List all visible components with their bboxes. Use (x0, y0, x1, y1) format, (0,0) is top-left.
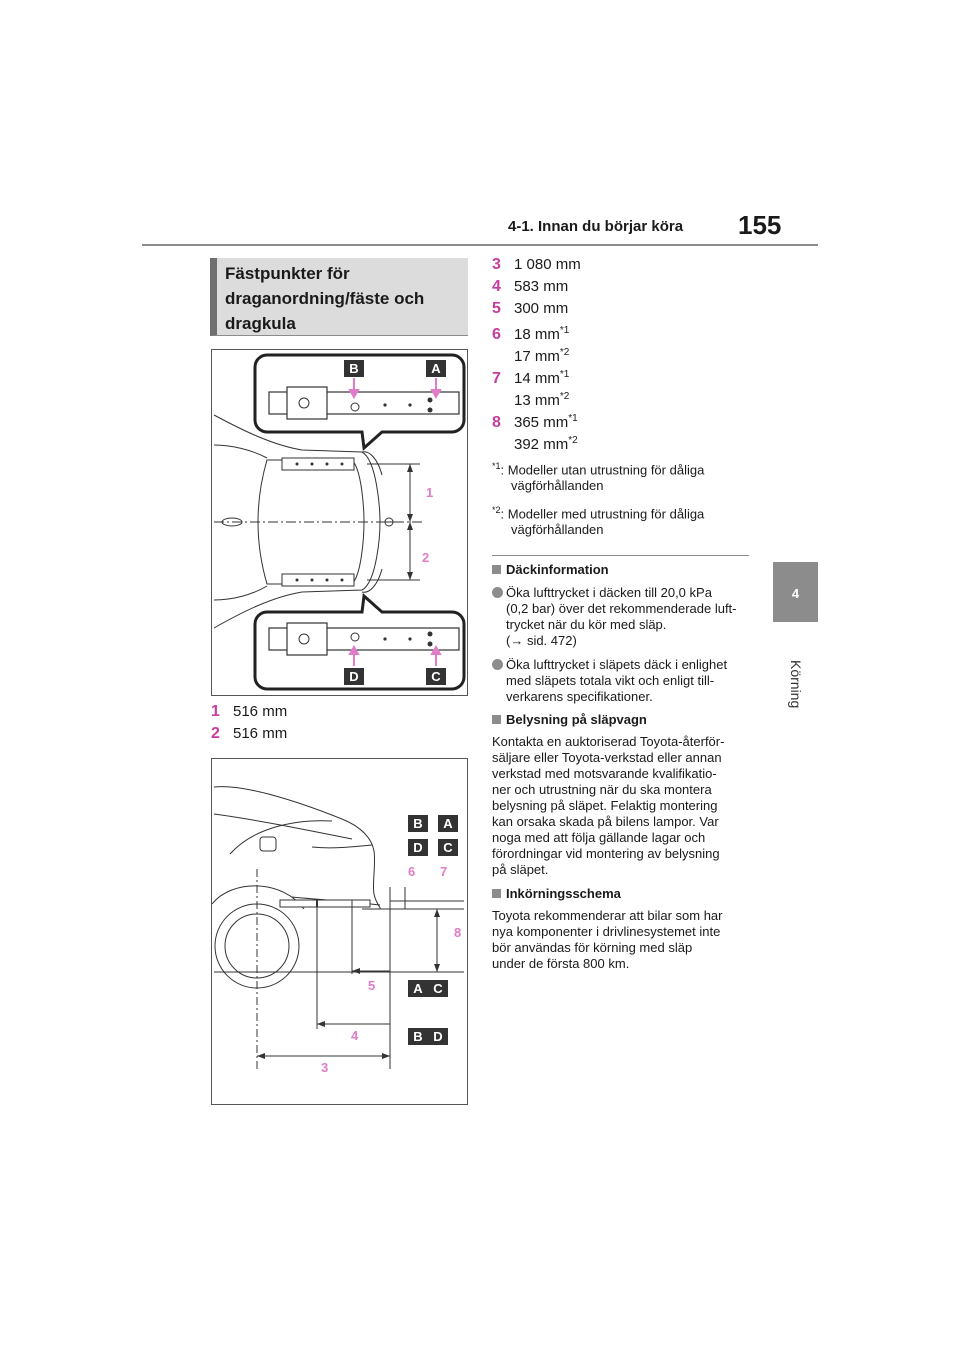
label-c-top: C (431, 669, 441, 684)
dim-item: 5 300 mm (492, 299, 568, 319)
dim-label-8: 8 (454, 925, 461, 940)
dim-item: 7 14 mm*1 (492, 365, 569, 389)
dim-number: 8 (492, 414, 501, 431)
dim-value: 300 mm (514, 300, 569, 317)
label-d-side: D (413, 840, 422, 855)
dim-value: 1 080 mm (514, 256, 581, 273)
dim-label-6: 6 (408, 864, 415, 879)
dim-label-2: 2 (422, 550, 429, 565)
dim-label-7: 7 (440, 864, 447, 879)
chapter-tab[interactable]: 4 (773, 562, 818, 622)
dim-value: 392 mm*2 (514, 435, 578, 453)
trailer-lights-heading: Belysning på släpvagn (492, 712, 647, 727)
chapter-name-text: Körning (788, 660, 804, 709)
dim-label-4: 4 (351, 1028, 359, 1043)
square-bullet-icon (492, 715, 501, 724)
underside-diagram: B A D C 1 2 (211, 349, 468, 696)
heading-line: draganordning/fäste och (225, 289, 425, 308)
footnote-cont: vägförhållanden (511, 478, 604, 493)
label-b-ground: B (413, 1029, 422, 1044)
dim-number: 7 (492, 370, 501, 387)
section-heading: Fästpunkter för draganordning/fäste och … (210, 258, 468, 336)
dim-item: 3 1 080 mm (492, 255, 581, 275)
label-a-top: A (431, 361, 441, 376)
footnote: *2: Modeller med utrustning för dåliga (492, 505, 705, 522)
dim-value: 583 mm (514, 278, 569, 295)
dim-value: 18 mm*1 (514, 325, 570, 343)
label-d-top: D (349, 669, 358, 684)
label-c-ground: C (433, 981, 443, 996)
chapter-name: Körning (766, 660, 826, 720)
label-a-side: A (443, 816, 453, 831)
section-header: 4-1. Innan du börjar köra (508, 218, 684, 235)
dim-number: 5 (492, 300, 501, 317)
dim-value: 13 mm*2 (514, 391, 570, 409)
dim-value: 365 mm*1 (514, 413, 578, 431)
chapter-number: 4 (791, 586, 800, 601)
tire-bullet: Öka lufttrycket i släpets däck i enlighe… (492, 657, 752, 705)
heading-line: dragkula (225, 314, 296, 333)
section-heading-text: Fästpunkter för draganordning/fäste och … (217, 258, 468, 336)
dim-number: 2 (211, 725, 220, 742)
dim-value: 516 mm (233, 703, 288, 720)
label-d-ground: D (433, 1029, 442, 1044)
dim-label-1: 1 (426, 485, 433, 500)
break-in-heading: Inkörningsschema (492, 886, 621, 901)
dim-number: 6 (492, 326, 501, 343)
heading-line: Fästpunkter för (225, 264, 350, 283)
divider (492, 555, 749, 556)
label-b-top: B (349, 361, 358, 376)
dim-number: 4 (492, 278, 501, 295)
tire-info-heading: Däckinformation (492, 562, 609, 577)
dim-item: 6 18 mm*1 (492, 321, 569, 345)
side-view-diagram: B A D C A C B D 6 7 8 5 4 3 (211, 758, 468, 1105)
dim-item: 1 516 mm (211, 702, 287, 722)
bullet-dot-icon (492, 587, 503, 598)
label-b-side: B (413, 816, 422, 831)
tire-bullet: Öka lufttrycket i däcken till 20,0 kPa (… (492, 585, 752, 649)
underside-diagram-svg: B A D C 1 2 (213, 353, 466, 691)
trailer-lights-text: Kontakta en auktoriserad Toyota-återför-… (492, 734, 725, 877)
dim-item: 4 583 mm (492, 277, 568, 297)
dim-item-sub: 392 mm*2 (514, 431, 578, 455)
dim-number: 1 (211, 703, 220, 720)
footnote: *1: Modeller utan utrustning för dåliga (492, 461, 705, 478)
dim-value: 17 mm*2 (514, 347, 570, 365)
header-rule (142, 244, 818, 246)
square-bullet-icon (492, 565, 501, 574)
page-number: 155 (738, 210, 782, 240)
dim-value: 14 mm*1 (514, 369, 570, 387)
dim-item-sub: 17 mm*2 (514, 343, 569, 367)
dim-item: 2 516 mm (211, 724, 287, 744)
dim-label-5: 5 (368, 978, 375, 993)
dim-item: 8 365 mm*1 (492, 409, 578, 433)
footnote-cont: vägförhållanden (511, 522, 604, 537)
square-bullet-icon (492, 889, 501, 898)
dim-value: 516 mm (233, 725, 288, 742)
dim-label-3: 3 (321, 1060, 328, 1075)
dim-item-sub: 13 mm*2 (514, 387, 569, 411)
dim-number: 3 (492, 256, 501, 273)
label-c-side: C (443, 840, 453, 855)
bullet-dot-icon (492, 659, 503, 670)
label-a-ground: A (413, 981, 423, 996)
break-in-text: Toyota rekommenderar att bilar som har n… (492, 908, 723, 971)
side-view-diagram-svg: B A D C A C B D 6 7 8 5 4 3 (211, 786, 464, 1075)
